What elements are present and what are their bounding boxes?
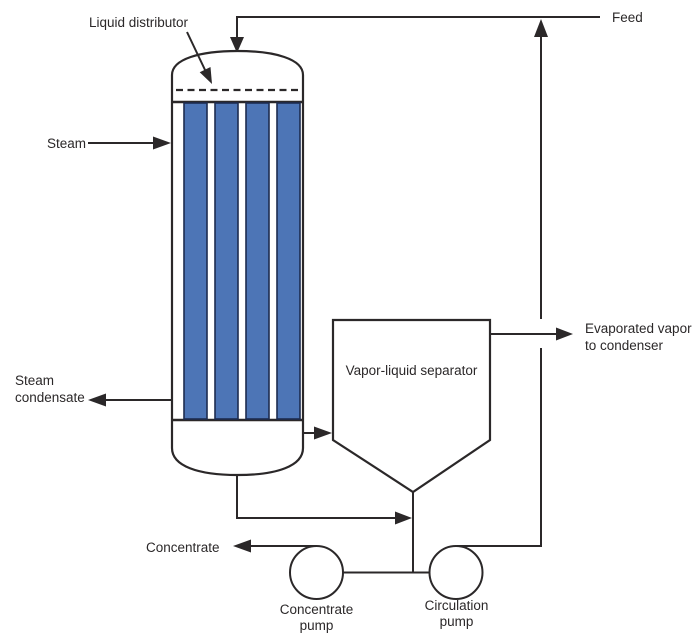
evaporated-vapor-arrow	[556, 327, 573, 341]
concentrate-label-text: Concentrate	[146, 540, 220, 555]
liquid-distributor-arrow	[199, 67, 212, 84]
concentrate-arrow	[233, 539, 251, 553]
evaporated-vapor-label-line1: Evaporated vapor	[585, 321, 692, 336]
evaporator-tube	[214, 102, 239, 420]
circulation-pump-label: Circulation pump	[406, 598, 507, 630]
liquid-distributor-label-text: Liquid distributor	[89, 15, 189, 30]
column-to-separator-arrow	[314, 426, 332, 440]
steam-condensate-arrow	[88, 393, 106, 407]
concentrate-label: Concentrate	[146, 539, 220, 556]
steam-condensate-label: Steam condensate	[15, 372, 85, 406]
concentrate-pump-label-line1: Concentrate	[279, 602, 354, 617]
riser-up-arrow	[534, 19, 548, 37]
vapor-liquid-separator	[331, 318, 492, 494]
steam-label: Steam	[47, 135, 86, 152]
circulation-pump	[428, 545, 484, 600]
circulation-riser-lower-line	[457, 348, 542, 547]
evaporator-tube	[276, 102, 301, 420]
vapor-liquid-separator-label: Vapor-liquid separator	[333, 362, 490, 379]
feed-label-text: Feed	[612, 10, 643, 25]
feed-label: Feed	[612, 9, 643, 26]
steam-condensate-label-line1: Steam	[15, 373, 55, 388]
circulation-pump-label-line2: pump	[439, 614, 474, 629]
column-drain-line	[236, 472, 395, 519]
evaporated-vapor-label-line2: to condenser	[585, 338, 664, 353]
feed-line	[236, 16, 600, 38]
circulation-pump-label-line1: Circulation	[424, 598, 489, 613]
feed-down-arrow	[230, 37, 244, 53]
column-drain-arrow	[395, 511, 412, 525]
evaporator-tube	[183, 102, 208, 420]
steam-arrow	[153, 136, 171, 150]
steam-condensate-label-line2: condensate	[15, 390, 85, 405]
evaporated-vapor-label: Evaporated vapor to condenser	[585, 320, 692, 354]
vapor-liquid-separator-label-text: Vapor-liquid separator	[345, 363, 478, 378]
steam-label-text: Steam	[47, 136, 87, 151]
concentrate-pump-label: Concentrate pump	[266, 602, 367, 634]
liquid-distributor-leader-line	[186, 31, 207, 73]
concentrate-pump-label-line2: pump	[299, 618, 334, 633]
concentrate-pump	[289, 545, 344, 600]
liquid-distributor-label: Liquid distributor	[89, 14, 188, 31]
evaporator-tube	[245, 102, 270, 420]
